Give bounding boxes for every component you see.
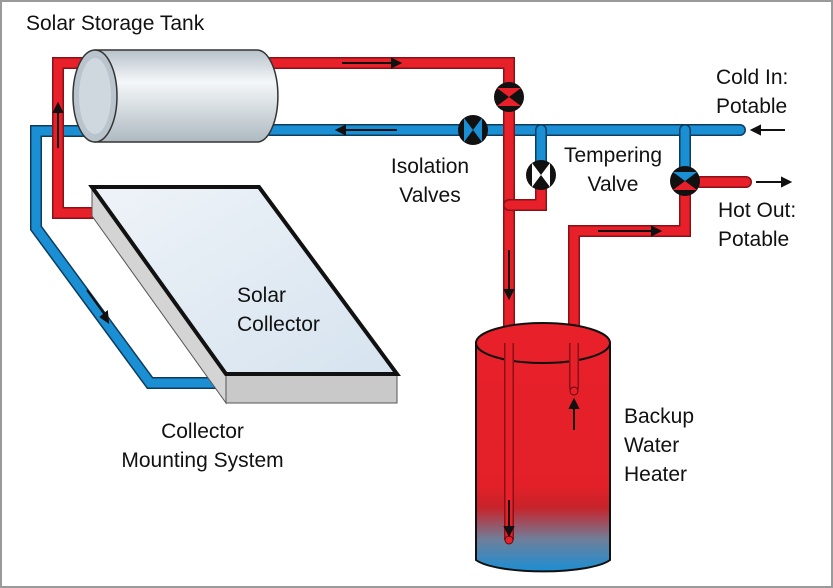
cold-in-label-line2: Potable bbox=[716, 95, 788, 118]
arrow-down-heater-bottom bbox=[503, 500, 515, 538]
isolation-valve-hot bbox=[494, 82, 524, 112]
backup-water-heater bbox=[475, 322, 611, 573]
cold-in-label: Cold In: Potable bbox=[716, 63, 788, 121]
tempering-valve-label-line1: Tempering bbox=[563, 144, 663, 167]
solar-collector-label-line2: Collector bbox=[237, 313, 320, 336]
solar-storage-tank bbox=[72, 49, 279, 143]
isolation-valves-label: Isolation Valves bbox=[385, 152, 475, 210]
isolation-valves-label-line2: Valves bbox=[399, 184, 461, 207]
arrow-down-collector-return bbox=[86, 289, 110, 325]
flow-arrows bbox=[52, 57, 793, 538]
tempering-valve bbox=[526, 160, 556, 190]
cold-in-label-line1: Cold In: bbox=[716, 66, 789, 89]
arrow-left-cold-in bbox=[749, 124, 785, 136]
tempering-valve-label-line2: Valve bbox=[587, 173, 639, 196]
mixing-valve bbox=[670, 166, 700, 196]
hot-out-label-line2: Potable bbox=[718, 228, 790, 251]
mounting-system-label: Collector Mounting System bbox=[120, 417, 285, 475]
arrow-left-cold-return bbox=[334, 124, 397, 136]
hot-out-label-line1: Hot Out: bbox=[718, 199, 797, 222]
mounting-system-label-line1: Collector bbox=[161, 420, 244, 443]
mounting-system-label-line2: Mounting System bbox=[121, 449, 284, 472]
solar-collector-label: Solar Collector bbox=[237, 281, 320, 339]
arrow-right-hot-out bbox=[756, 176, 793, 188]
backup-heater-label-line1: Backup bbox=[624, 405, 695, 428]
backup-heater-label: Backup Water Heater bbox=[624, 402, 694, 489]
arrow-right-tank-out bbox=[342, 57, 403, 69]
isolation-valve-cold bbox=[458, 115, 488, 145]
arrow-up-heater-outlet bbox=[568, 397, 580, 430]
arrow-right-heater-out bbox=[598, 225, 663, 237]
arrow-up-collector-supply bbox=[52, 101, 64, 148]
tempering-valve-label: Tempering Valve bbox=[558, 141, 668, 199]
backup-heater-label-line3: Heater bbox=[624, 463, 688, 486]
arrow-down-heater-inlet bbox=[503, 250, 515, 301]
hot-out-label: Hot Out: Potable bbox=[718, 196, 796, 254]
solar-collector-label-line1: Solar bbox=[237, 284, 287, 307]
solar-collector bbox=[88, 185, 401, 405]
storage-tank-label: Solar Storage Tank bbox=[26, 12, 205, 35]
isolation-valves-label-line1: Isolation bbox=[390, 155, 470, 178]
backup-heater-label-line2: Water bbox=[624, 434, 680, 457]
